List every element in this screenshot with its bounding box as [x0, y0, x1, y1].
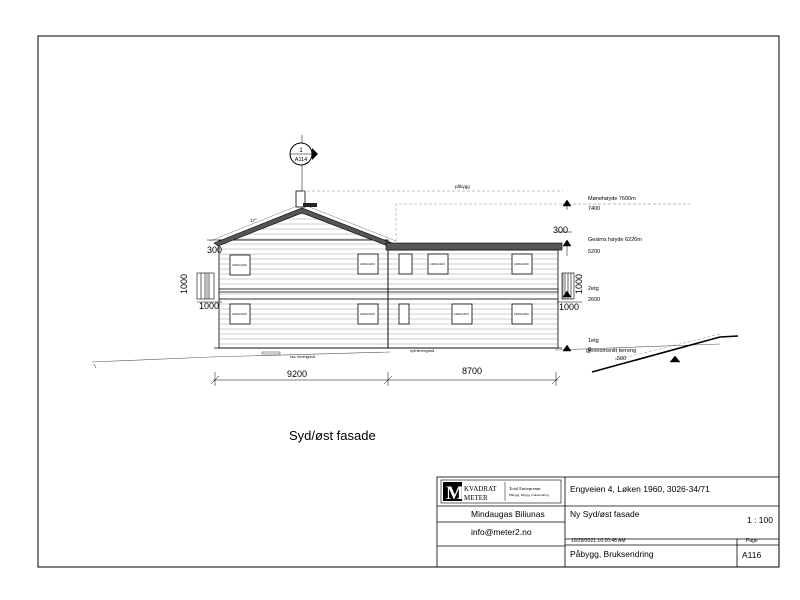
drawing-scale: 1 : 100: [747, 515, 773, 525]
level-markers: [562, 199, 690, 363]
company-logo: M KVADRAT METER Total Entreprenør Påbygg…: [440, 479, 562, 504]
dim-span-right: 8700: [462, 366, 482, 376]
side-vent: [196, 272, 215, 300]
level-ridge-value: 7400: [588, 206, 600, 212]
dim-floor-right-lower: 1000: [559, 302, 579, 312]
window: [357, 253, 379, 275]
dim-eave-left: 300: [207, 245, 222, 255]
window-tag: 1260x1100: [232, 263, 247, 267]
level-terrain-value: -500: [615, 356, 626, 362]
window: [427, 253, 449, 275]
window-tag: 1260x1100: [360, 262, 375, 266]
window: [511, 253, 533, 275]
level-1etg-name: 1etg: [588, 338, 599, 344]
logo-letter: M: [446, 483, 464, 504]
company-line1: Total Entreprenør: [509, 486, 541, 491]
windows-lower-floor: [229, 303, 533, 325]
level-1etg-value: 0: [588, 347, 591, 353]
page-label: Page: [746, 538, 758, 544]
title-block-frame: [436, 476, 780, 568]
ground-label-new: nytt terrengnivå: [410, 349, 434, 353]
window: [511, 303, 533, 325]
terrain-slope-right: [591, 335, 739, 373]
company-line2: Påbygg, tilbygg, bruksendring: [509, 493, 549, 497]
dim-span-left: 9200: [287, 369, 307, 379]
drawing-title: Syd/øst fasade: [289, 428, 376, 443]
window-tag: 1260x1100: [454, 312, 469, 316]
window: [229, 303, 251, 325]
chimney: [295, 190, 306, 208]
level-2etg-name: 2etg: [588, 286, 599, 292]
level-2etg-value: 2600: [588, 297, 600, 303]
floor-band: [214, 288, 562, 349]
window-tag: 1260x1100: [232, 312, 247, 316]
window: [398, 303, 410, 325]
sheet-title: Ny Syd/øst fasade: [570, 509, 640, 519]
logo-line2: METER: [464, 494, 488, 502]
dim-floor-left: 1000: [179, 274, 189, 294]
dim-eave-right: 300: [553, 225, 568, 235]
window-tag: 1260x1100: [430, 262, 445, 266]
level-terrain-name: gjennomsnitt terreng: [586, 348, 636, 354]
sheet-border: [37, 35, 780, 568]
sheet-number: A116: [742, 550, 762, 560]
window: [398, 253, 413, 275]
level-eaves-value: 5200: [588, 249, 600, 255]
dim-floor-right: 1000: [574, 274, 584, 294]
section-sheet-ref: A114: [295, 157, 307, 163]
section-number: 1: [299, 148, 303, 154]
window-tag: 1260x1100: [514, 262, 529, 266]
level-eaves-name: Gesims høyde 6226m: [588, 237, 642, 243]
window: [451, 303, 473, 325]
window-tag: 1260x1100: [360, 312, 375, 316]
windows-upper-floor: [229, 253, 533, 276]
timestamp: 10/29/2021 10:20:46 AM: [571, 538, 626, 544]
ridge-label: påbygg: [455, 183, 470, 189]
project-address: Engveien 4, Løken 1960, 3026-34/71: [570, 484, 710, 494]
window: [357, 303, 379, 325]
project-type: Påbygg, Bruksendring: [570, 549, 654, 559]
section-marker: 1 A114: [289, 135, 318, 191]
logo-line1: KVADRAT: [464, 485, 497, 493]
level-ridge-name: Mønehøyde 7600m: [588, 196, 636, 202]
window: [229, 254, 251, 276]
ground-label-existing: eks. terrengnivå: [290, 355, 315, 359]
dim-floor-left-lower: 1000: [199, 301, 219, 311]
email-address: info@meter2.no: [471, 527, 532, 537]
person-name: Mindaugas Biliunas: [471, 509, 545, 519]
window-tag: 1260x1100: [514, 312, 529, 316]
roof-pitch-label: 17°: [250, 218, 257, 223]
dimension-lines: [197, 231, 582, 386]
window-tags: 1260x1100 1260x1100 1260x1100 1260x1100 …: [232, 262, 529, 316]
